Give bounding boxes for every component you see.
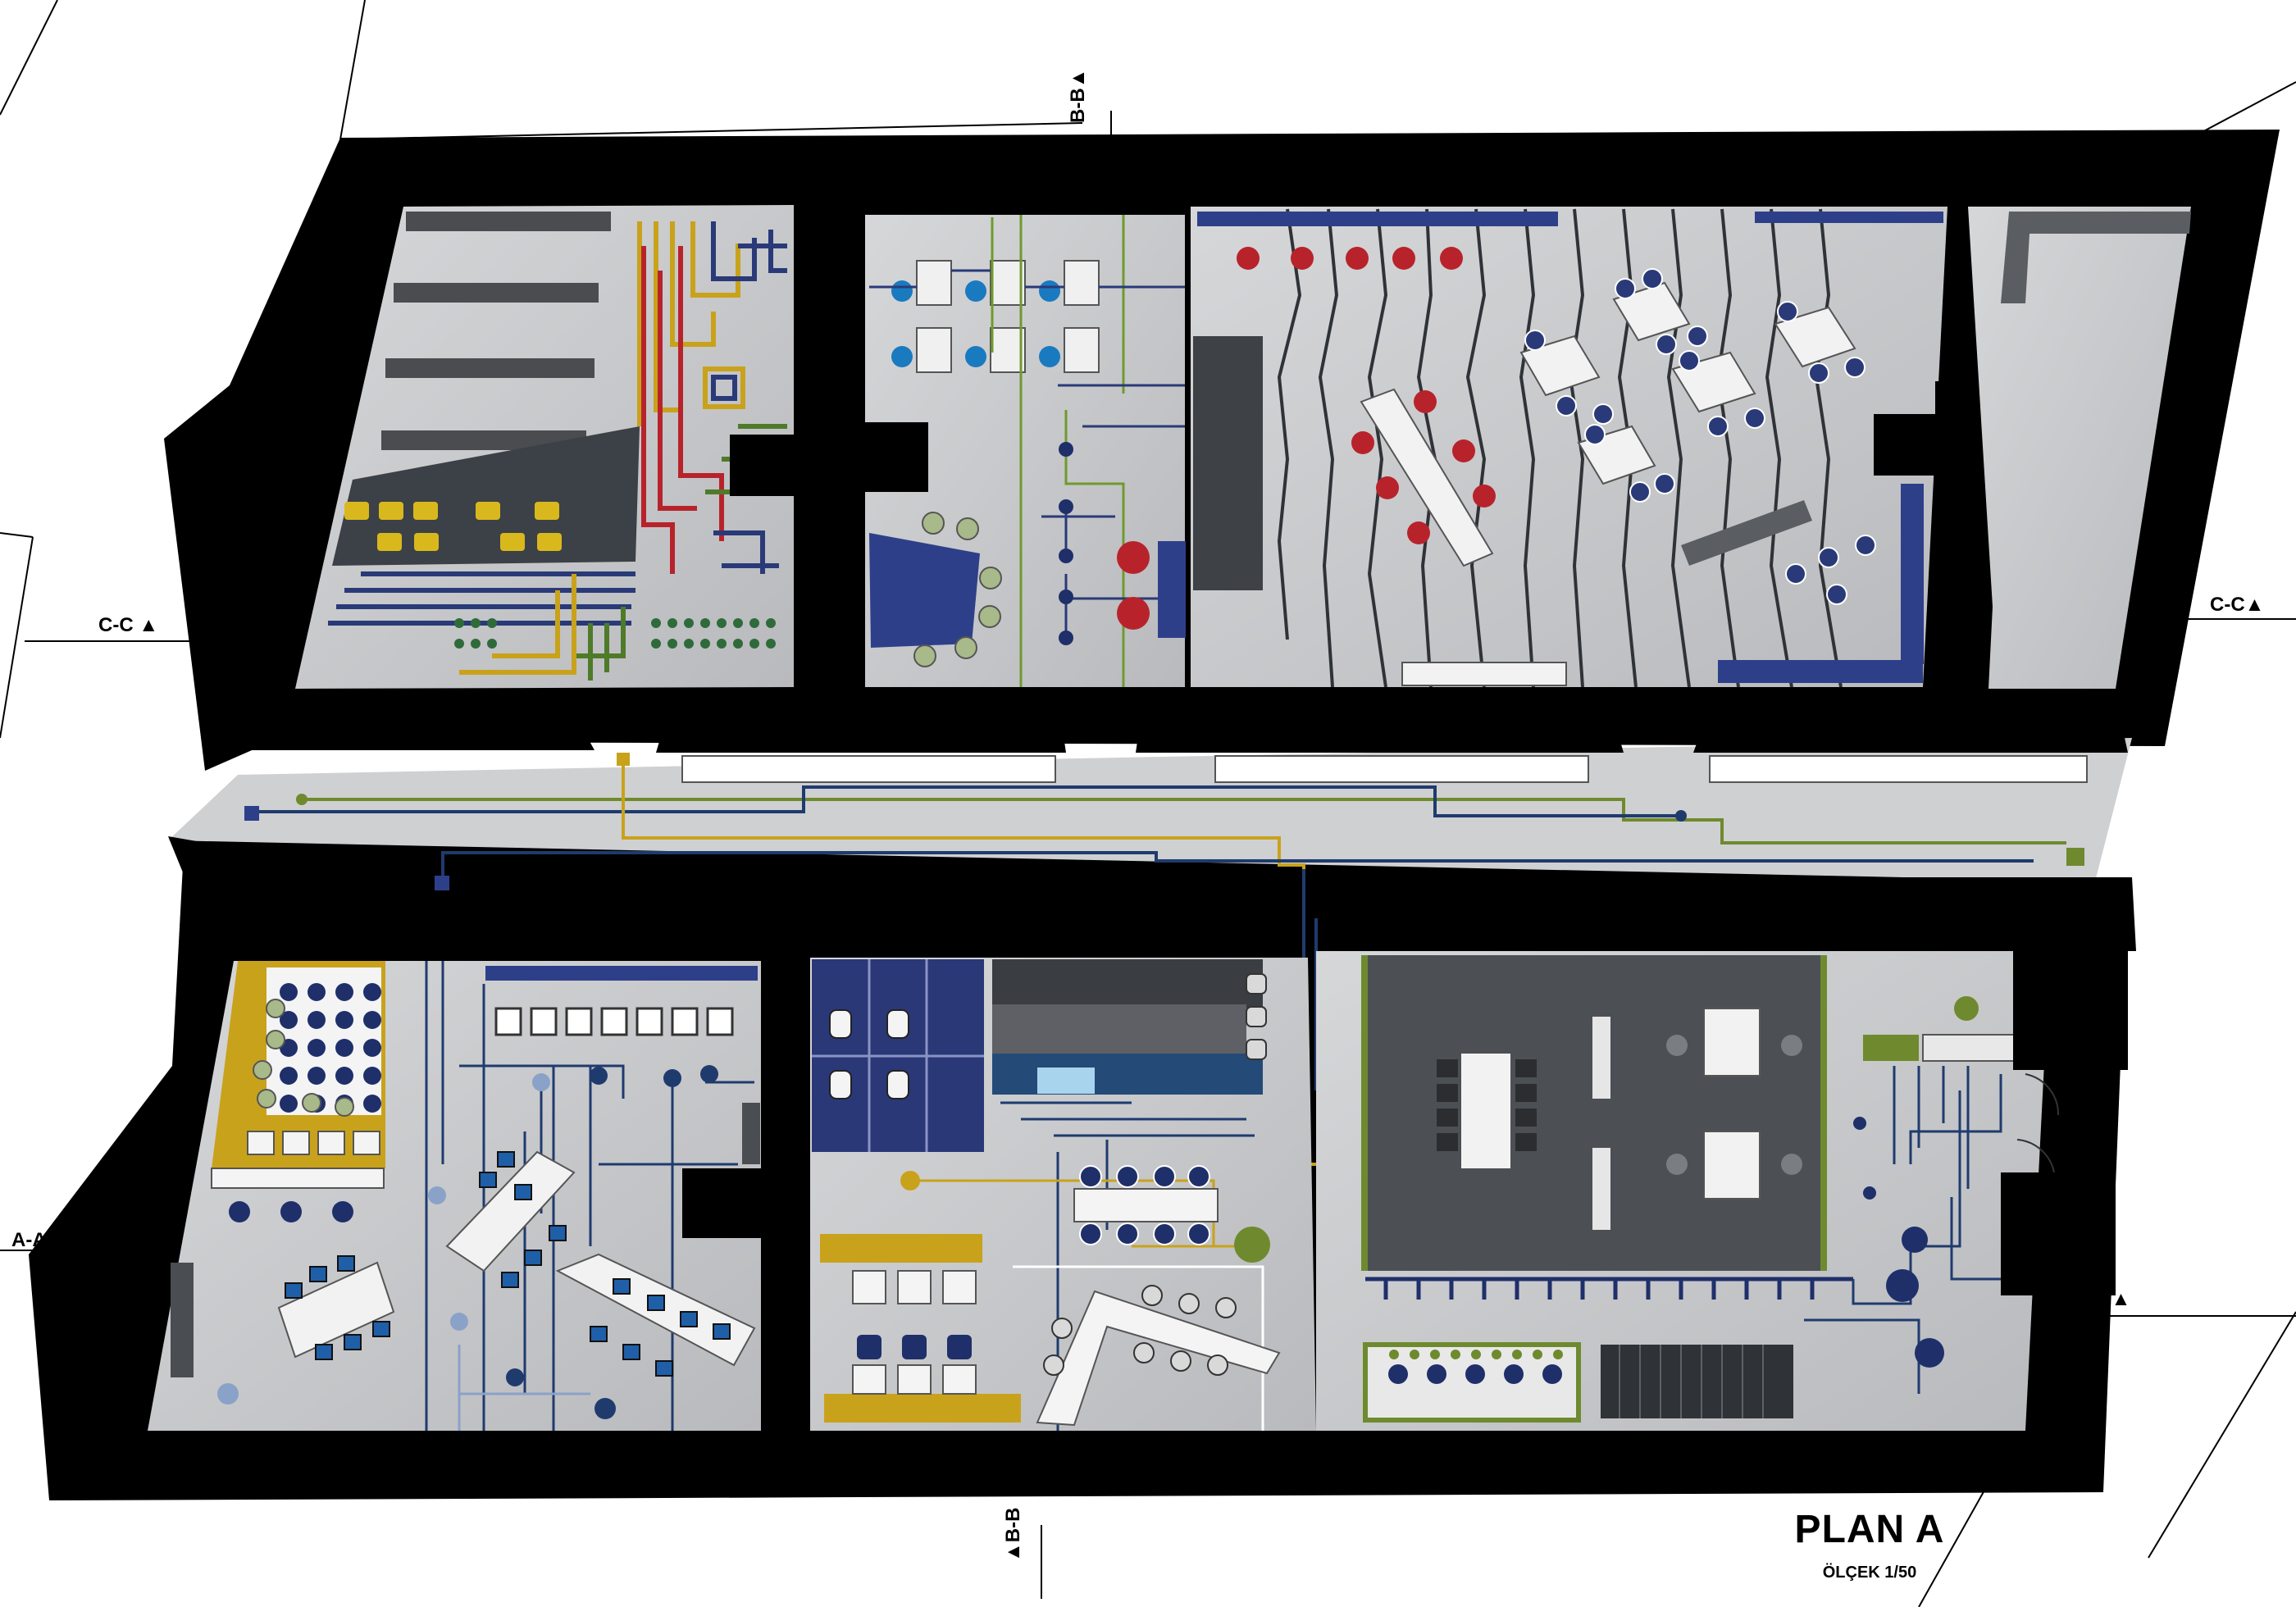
- corridor-pipes: [246, 758, 2066, 1285]
- hall-stools: [1666, 1035, 1802, 1175]
- plan-title-block: PLAN A ÖLÇEK 1/50: [1673, 1507, 2066, 1582]
- booth-toilets: [829, 1009, 909, 1099]
- corner-counter: [2001, 212, 2191, 303]
- sage-chairs: [253, 999, 354, 1117]
- mustard-desk-top: [820, 1234, 982, 1263]
- long-table-white: [1360, 388, 1494, 567]
- bench-seats: [1388, 1364, 1562, 1384]
- room-corner-east: [1968, 207, 2191, 689]
- dark-platform: [332, 426, 640, 566]
- dark-shelf: [171, 1263, 194, 1377]
- white-cabinet: [1922, 1034, 2020, 1062]
- section-label-c-left: C-C ▲: [98, 614, 158, 636]
- navy-bench-right: [1901, 484, 1924, 664]
- room2-dots: [1059, 442, 1073, 645]
- lower-rooms: [148, 951, 2128, 1431]
- angled-chairs: [1043, 1285, 1237, 1376]
- pillar: [2001, 1172, 2116, 1295]
- navy-bench-bottom: [1718, 660, 1923, 683]
- green-cabinet: [1863, 1035, 1919, 1061]
- mustard-desk-bottom: [824, 1394, 1021, 1423]
- green-chairs: [913, 512, 1002, 667]
- plan-scale: ÖLÇEK 1/50: [1822, 1564, 1917, 1582]
- hall-table: [1461, 1054, 1510, 1168]
- bar-stools: [1246, 973, 1267, 1060]
- hall-traces: [1804, 1066, 2017, 1394]
- pillar: [730, 435, 795, 496]
- yellow-node: [900, 1171, 920, 1190]
- hall-chairs: [1437, 1059, 1537, 1151]
- section-label-c-right: C-C▲: [2210, 594, 2264, 616]
- kitchen-traces: [910, 1101, 1264, 1431]
- dark-stair-lower: [1601, 1345, 1793, 1418]
- pillar: [853, 422, 928, 492]
- blue-task-chairs: [285, 1151, 731, 1377]
- corridor-walls: [168, 697, 2136, 1447]
- circuit-traces: [328, 221, 787, 681]
- corridor-nodes: [244, 753, 2084, 890]
- section-label-a-right: A-A▲: [2076, 1288, 2130, 1310]
- room-open-office: [1191, 207, 1947, 687]
- kitchen-base: [992, 1054, 1263, 1095]
- sofa-grey: [1681, 500, 1812, 566]
- dot-grid-navy: [280, 983, 381, 1113]
- white-boxes: [247, 1131, 380, 1155]
- section-label-a-left: A-A▲: [11, 1229, 66, 1251]
- left-office-dots: [217, 1065, 718, 1419]
- meeting-table-blue: [869, 533, 980, 648]
- top-bar-blue: [485, 966, 758, 981]
- pillar: [682, 1168, 764, 1238]
- hall-dash-ticks: [1383, 1279, 1815, 1300]
- navy-chairs-left: [857, 1335, 972, 1359]
- section-label-b-top: B-B▲: [1067, 69, 1089, 123]
- navy-chairs: [1524, 268, 1876, 605]
- yellow-seats: [344, 502, 562, 551]
- upper-rooms: [295, 205, 2191, 689]
- desk-cluster-left: [277, 1261, 395, 1359]
- kitchen-island: [992, 1004, 1246, 1054]
- conf-chairs-navy: [1079, 1165, 1210, 1245]
- circuit-pads: [454, 618, 776, 649]
- desk-cluster-center: [445, 1150, 576, 1272]
- pillar: [2013, 951, 2128, 1070]
- conference-table: [1073, 1188, 1219, 1222]
- corridor-floor: [168, 738, 2132, 881]
- green-node: [1234, 1227, 1270, 1263]
- section-markers: C-C ▲ C-C▲ A-A▲ A-A▲ B-B▲ ▲B-B: [11, 69, 2264, 1562]
- kitchen-counter: [992, 959, 1263, 1008]
- plant: [1954, 996, 1979, 1021]
- red-chairs-top: [1237, 247, 1463, 270]
- olive-wall-left: [1361, 955, 1368, 1271]
- section-label-b-bottom: ▲B-B: [1002, 1508, 1024, 1562]
- wall-seats: [494, 1007, 734, 1036]
- top-bar-navy-right: [1755, 212, 1943, 223]
- blue-cabinet: [1158, 541, 1186, 638]
- top-bar-navy: [1197, 212, 1558, 226]
- plan-title: PLAN A: [1794, 1508, 1945, 1551]
- corridor-lights: [681, 755, 2088, 783]
- dark-stair: [1193, 336, 1263, 590]
- kitchen-sink: [1037, 1068, 1095, 1094]
- dark-cabinet: [742, 1103, 760, 1164]
- booth-dividers: [812, 959, 984, 1152]
- red-chairs-table: [1351, 390, 1496, 544]
- door-right: [2016, 1073, 2060, 1173]
- hall-panels: [1592, 1017, 1610, 1230]
- counter-white: [211, 1168, 385, 1189]
- hall-nodes: [1853, 1117, 1944, 1368]
- floor-stripes: [1277, 208, 1843, 688]
- navy-stools: [229, 1201, 353, 1222]
- red-drums: [1117, 541, 1150, 630]
- bench-dots: [1389, 1350, 1563, 1359]
- angled-table: [1036, 1290, 1281, 1427]
- stair-lines: [1619, 1345, 1764, 1418]
- white-desks-left: [852, 1270, 977, 1395]
- storage-racks: [381, 212, 611, 450]
- hall-desks: [1703, 1008, 1761, 1200]
- desk-row-bottom: [1401, 662, 1567, 686]
- olive-wall-right: [1820, 955, 1827, 1271]
- white-desks: [1519, 281, 1856, 485]
